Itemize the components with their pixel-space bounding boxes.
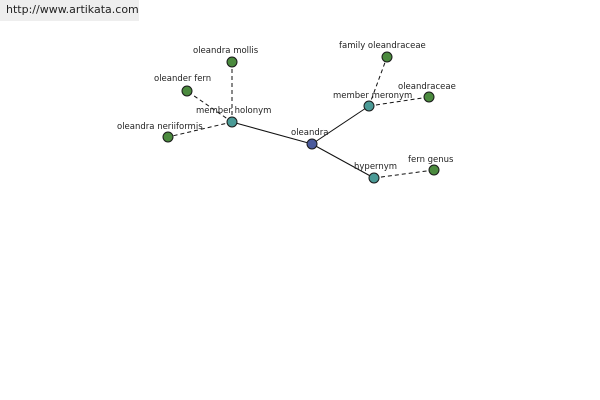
edge-center-to-member-holonym	[231, 121, 313, 145]
node-hypernym-dot[interactable]	[368, 172, 380, 184]
node-oleander-fern-label[interactable]: oleander fern	[154, 74, 211, 84]
edge-hypernym-to-fern-genus	[373, 169, 435, 179]
node-oleandra-mollis-label[interactable]: oleandra mollis	[193, 46, 259, 56]
edge-center-to-member-meronym	[311, 105, 370, 145]
node-fern-genus: fern genus	[408, 155, 454, 176]
node-oleandra-neriiformis: oleandra neriiformis	[117, 122, 203, 143]
node-oleandraceae: oleandraceae	[398, 82, 456, 103]
node-center-label[interactable]: oleandra	[291, 128, 329, 138]
node-oleander-fern-dot[interactable]	[181, 85, 193, 97]
node-fern-genus-label[interactable]: fern genus	[408, 155, 454, 165]
edge-member-meronym-to-oleandraceae	[368, 96, 430, 107]
node-family-oleandraceae-dot[interactable]	[381, 51, 393, 63]
node-member-meronym: member meronym	[333, 91, 412, 112]
node-fern-genus-dot[interactable]	[428, 164, 440, 176]
node-center: oleandra	[291, 128, 329, 150]
edges-layer	[167, 56, 435, 179]
node-member-holonym: member holonym	[196, 106, 271, 128]
node-member-holonym-label[interactable]: member holonym	[196, 106, 271, 116]
node-oleandra-neriiformis-dot[interactable]	[162, 131, 174, 143]
node-member-meronym-label[interactable]: member meronym	[333, 91, 412, 101]
node-member-holonym-dot[interactable]	[226, 116, 238, 128]
node-member-meronym-dot[interactable]	[363, 100, 375, 112]
nodes-layer: oleandra member holonym member meronym h…	[117, 41, 456, 184]
node-oleandraceae-label[interactable]: oleandraceae	[398, 82, 456, 92]
site-url[interactable]: http://www.artikata.com	[0, 0, 139, 21]
edge-member-meronym-to-family-oleandraceae	[368, 56, 388, 107]
edge-member-holonym-to-oleandra-neriiformis	[167, 121, 233, 138]
node-oleandraceae-dot[interactable]	[423, 91, 435, 103]
node-oleandra-mollis: oleandra mollis	[193, 46, 259, 68]
node-family-oleandraceae: family oleandraceae	[339, 41, 426, 63]
edge-member-holonym-to-oleander-fern	[186, 90, 233, 123]
edge-center-to-hypernym	[311, 143, 375, 179]
node-oleandra-neriiformis-label[interactable]: oleandra neriiformis	[117, 122, 203, 132]
node-oleandra-mollis-dot[interactable]	[226, 56, 238, 68]
node-oleander-fern: oleander fern	[154, 74, 211, 97]
node-hypernym-label[interactable]: hypernym	[354, 162, 397, 172]
node-center-dot[interactable]	[306, 138, 318, 150]
node-family-oleandraceae-label[interactable]: family oleandraceae	[339, 41, 426, 51]
node-hypernym: hypernym	[354, 162, 397, 184]
